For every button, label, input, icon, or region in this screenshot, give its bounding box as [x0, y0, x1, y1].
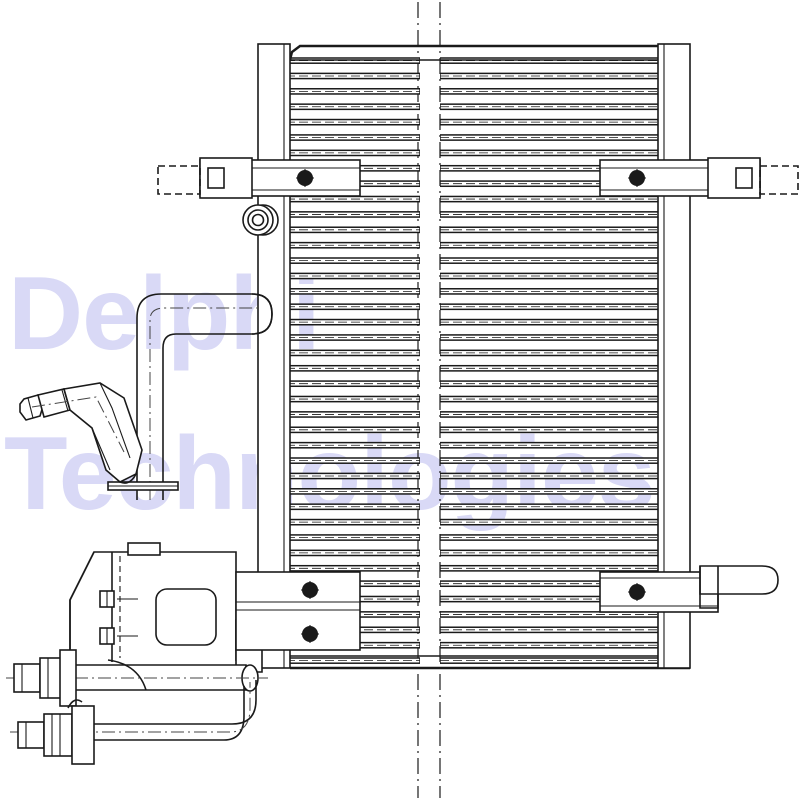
lower-right-mounting-bracket[interactable] — [599, 565, 779, 613]
bracket-screw-icon — [628, 583, 646, 601]
upper-left-mounting-bracket[interactable] — [157, 157, 361, 199]
mounting-grommet-bushing — [242, 204, 279, 236]
left-header-tank — [257, 43, 291, 669]
inlet-pipe-bend — [107, 293, 273, 500]
bracket-screw-icon — [301, 625, 319, 643]
center-break-lines — [417, 2, 441, 798]
lower-threaded-hex-fitting — [17, 705, 95, 765]
hose-fitting-connector — [19, 382, 143, 484]
bracket-screw-icon — [296, 169, 314, 187]
bracket-screw-icon — [628, 169, 646, 187]
condenser-core-outline — [288, 44, 690, 670]
upper-right-mounting-bracket[interactable] — [599, 157, 799, 199]
receiver-stud-lower — [99, 627, 138, 645]
receiver-drier-assembly — [6, 542, 268, 765]
upper-threaded-hex-fitting — [13, 649, 77, 707]
lower-left-mounting-bracket[interactable] — [235, 571, 361, 651]
right-header-tank — [657, 43, 691, 669]
receiver-stud-upper — [99, 590, 138, 608]
bracket-screw-icon — [301, 581, 319, 599]
